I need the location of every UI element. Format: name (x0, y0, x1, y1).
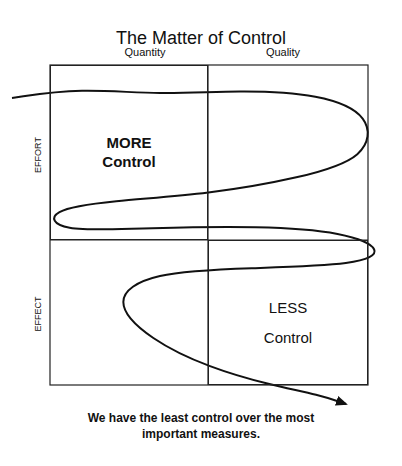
row-label: EFFECT (33, 297, 43, 332)
column-header: Quality (266, 46, 300, 59)
diagram-caption: We have the least control over the most … (76, 411, 326, 442)
column-header: Quantity (125, 46, 166, 59)
cell-text: MORE Control (102, 134, 155, 172)
control-cell: MORE Control (50, 65, 208, 240)
control-cell: LESS Control (208, 240, 368, 385)
cell-text: LESS Control (264, 293, 312, 353)
row-label: EFFORT (33, 137, 43, 173)
diagram-title: The Matter of Control (116, 28, 286, 49)
freehand-arrow (12, 91, 375, 404)
grid-frame (50, 65, 368, 385)
